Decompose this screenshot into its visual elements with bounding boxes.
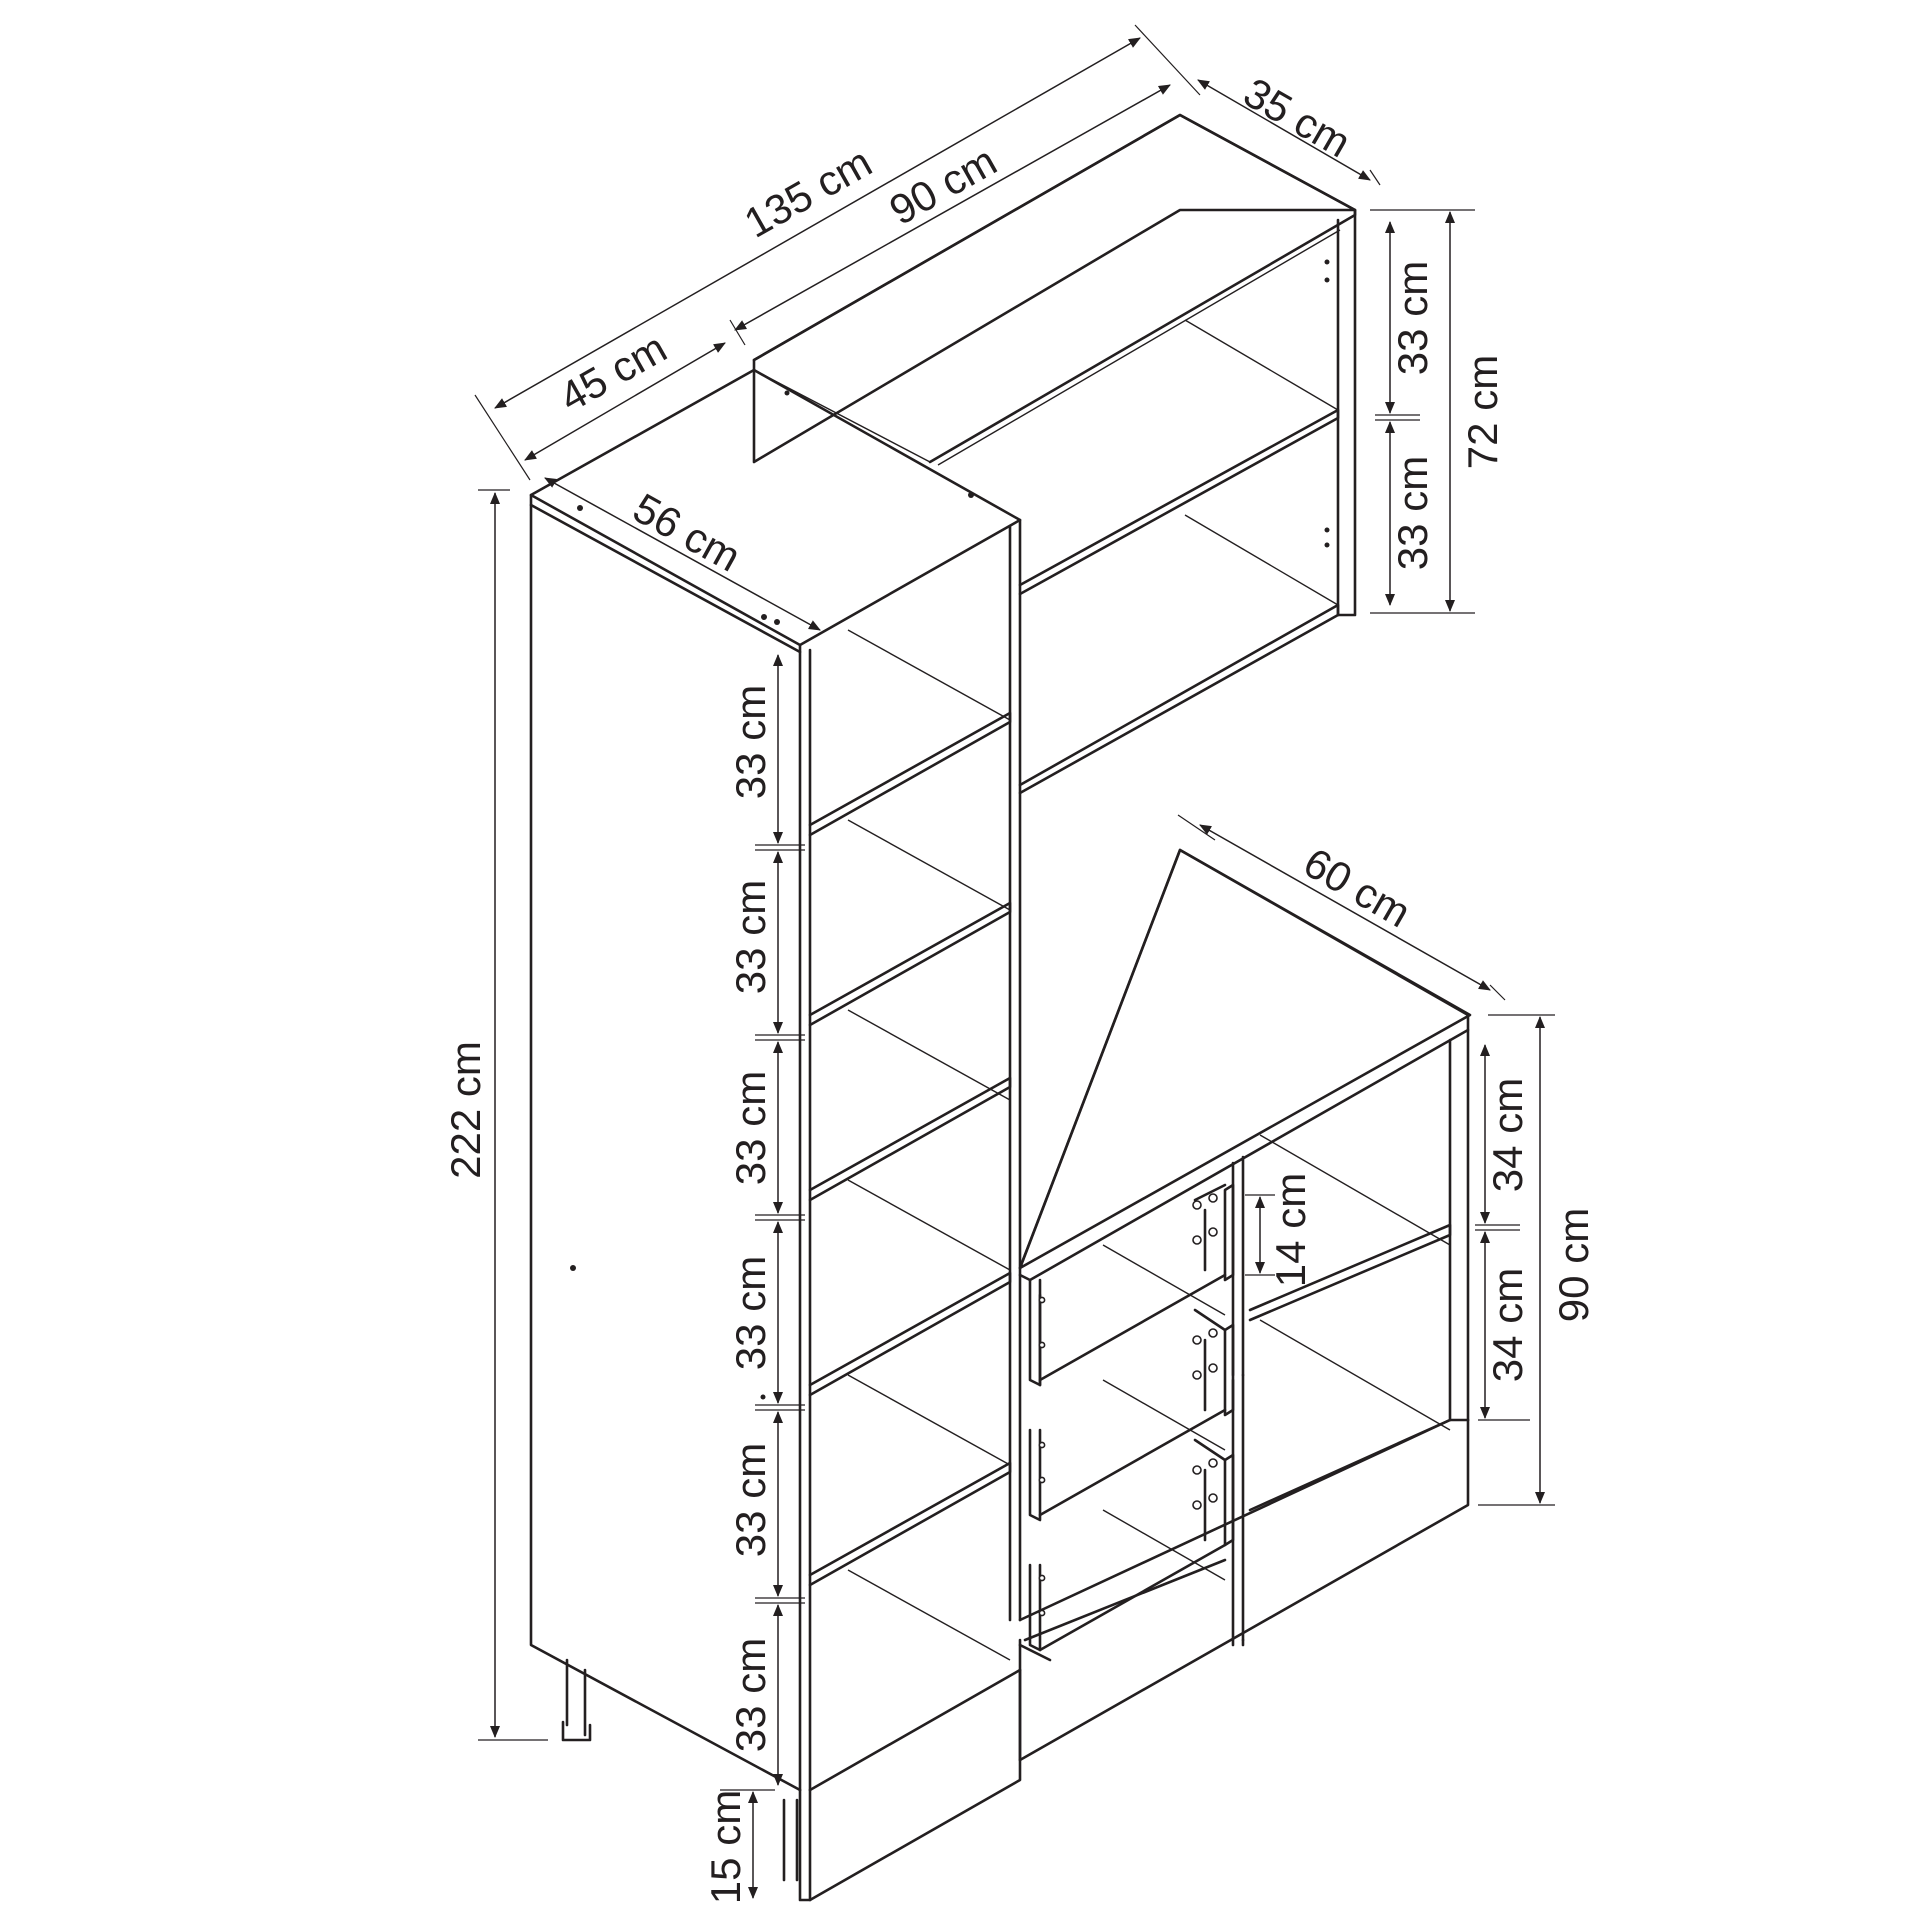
base-cabinet-unit bbox=[1018, 848, 1472, 1762]
label-base-shelf-1: 34 cm bbox=[1484, 1078, 1531, 1192]
label-base-depth: 60 cm bbox=[1296, 838, 1419, 936]
label-tower-shelf-1: 33 cm bbox=[727, 685, 774, 799]
label-tower-shelf-3: 33 cm bbox=[727, 1071, 774, 1185]
label-total-width: 135 cm bbox=[736, 138, 879, 247]
label-drawer-height: 14 cm bbox=[1267, 1173, 1314, 1287]
label-tower-shelf-6: 33 cm bbox=[727, 1638, 774, 1752]
label-tower-shelf-2: 33 cm bbox=[727, 880, 774, 994]
upper-shelf-unit bbox=[752, 113, 1357, 795]
label-base-height: 90 cm bbox=[1550, 1208, 1597, 1322]
label-tower-width: 45 cm bbox=[552, 324, 675, 421]
label-upper-depth: 35 cm bbox=[1236, 68, 1359, 166]
tall-tower-unit bbox=[529, 368, 1022, 1902]
label-upper-shelf-1: 33 cm bbox=[1389, 261, 1436, 375]
dimension-labels: 135 cm 90 cm 45 cm 35 cm 56 cm 60 cm 72 … bbox=[442, 68, 1597, 1904]
dimension-lines bbox=[474, 24, 1555, 1899]
label-upper-shelf-2: 33 cm bbox=[1389, 456, 1436, 570]
label-upper-height: 72 cm bbox=[1459, 355, 1506, 469]
label-tower-shelf-5: 33 cm bbox=[727, 1443, 774, 1557]
label-total-height: 222 cm bbox=[442, 1041, 489, 1179]
label-tower-shelf-4: 33 cm bbox=[727, 1256, 774, 1370]
label-plinth-height: 15 cm bbox=[702, 1790, 749, 1904]
label-base-shelf-2: 34 cm bbox=[1484, 1268, 1531, 1382]
